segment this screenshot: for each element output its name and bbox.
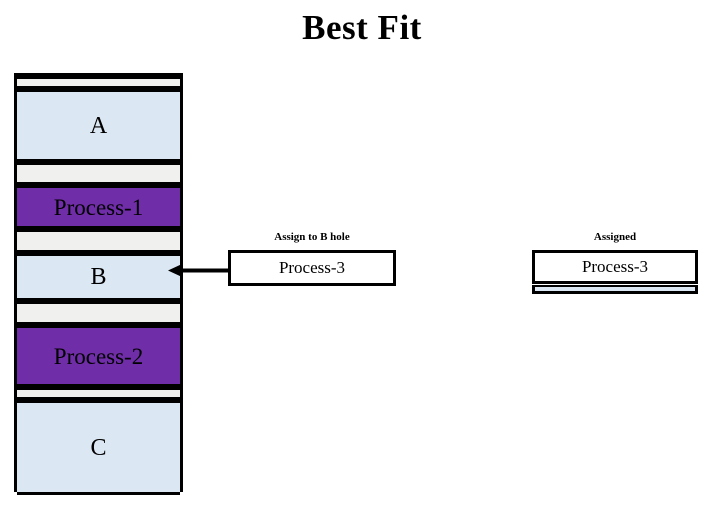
assigned-remainder-strip bbox=[532, 285, 698, 294]
memory-block-label: C bbox=[90, 434, 107, 461]
memory-block-process-2[interactable]: Process-2 bbox=[17, 325, 180, 387]
memory-block-top-gap bbox=[17, 76, 180, 89]
assigned-process-box[interactable]: Process-3 bbox=[532, 250, 698, 284]
assign-process-box[interactable]: Process-3 bbox=[228, 250, 396, 286]
memory-block-gap-1 bbox=[17, 162, 180, 185]
assign-process-label: Process-3 bbox=[278, 258, 346, 277]
assign-pending-group: Assign to B hole Process-3 bbox=[228, 231, 396, 286]
memory-block-hole-c[interactable]: C bbox=[17, 400, 180, 495]
memory-block-hole-a[interactable]: A bbox=[17, 89, 180, 162]
page-title: Best Fit bbox=[302, 8, 422, 47]
memory-block-gap-2 bbox=[17, 229, 180, 253]
memory-block-label: Process-1 bbox=[53, 194, 144, 220]
memory-block-hole-b[interactable]: B bbox=[17, 253, 180, 301]
memory-block-gap-3 bbox=[17, 301, 180, 325]
left-arrow-icon bbox=[168, 264, 230, 277]
assigned-process-label: Process-3 bbox=[581, 257, 649, 276]
assign-caption: Assign to B hole bbox=[274, 231, 350, 243]
memory-block-gap-4 bbox=[17, 387, 180, 400]
memory-block-label: Process-2 bbox=[53, 343, 144, 369]
memory-block-label: A bbox=[89, 112, 108, 139]
assigned-caption: Assigned bbox=[593, 231, 637, 243]
memory-block-label: B bbox=[90, 264, 107, 290]
assigned-group: Assigned Process-3 bbox=[532, 231, 698, 294]
memory-block-process-1[interactable]: Process-1 bbox=[17, 185, 180, 229]
